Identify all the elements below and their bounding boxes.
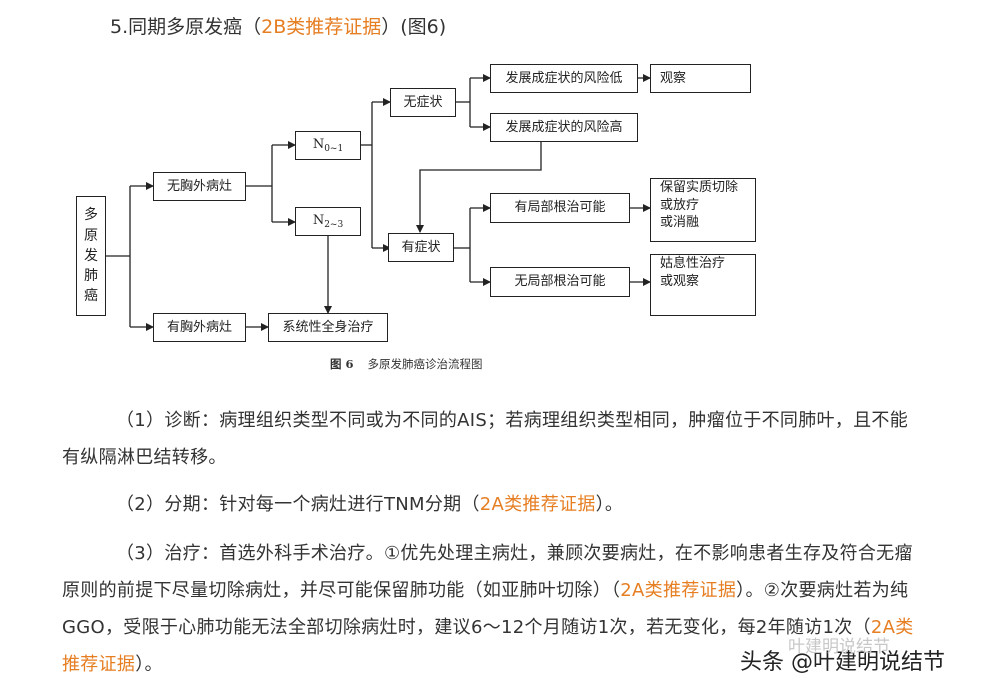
box-symptomatic: 有症状 (388, 233, 454, 262)
paragraph-text: ）。②次要病灶若为纯GGO，受限于心肺功能无法全部切除病灶时，建议6～12个月随… (62, 580, 909, 638)
flowchart-connectors (105, 74, 651, 331)
caption-label: 图 6 (330, 357, 354, 371)
evidence-link[interactable]: 2B类推荐证据 (261, 16, 382, 38)
paragraph-text: （3）治疗：首选外科手术治疗。①优先处理主病灶，兼顾次要病灶，在不影响患者生存及… (62, 543, 913, 601)
box-systemic-therapy: 系统性全身治疗 (268, 313, 388, 342)
root-char: 原 (84, 227, 98, 244)
box-risk-low: 发展成症状的风险低 (490, 64, 638, 93)
box-label: 有胸外病灶 (166, 319, 232, 335)
root-char: 多 (84, 207, 98, 224)
paragraph-text: ）。 (135, 654, 163, 675)
box-risk-high: 发展成症状的风险高 (490, 113, 638, 142)
box-label: 观察 (660, 70, 687, 86)
watermark-text: 头条 @叶建明说结节 (740, 650, 945, 675)
n-stage-label: N0~1 (313, 136, 343, 155)
box-label: 无局部根治可能 (514, 274, 606, 290)
paragraph-staging: （2）分期：针对每一个病灶进行TNM分期（2A类推荐证据）。 (62, 486, 922, 523)
caption-text: 多原发肺癌诊治流程图 (367, 357, 483, 371)
box-no-local-radical: 无局部根治可能 (490, 267, 630, 297)
box-label: 有局部根治可能 (514, 200, 606, 216)
figure-caption: 图 6 多原发肺癌诊治流程图 (330, 356, 483, 372)
box-label: 无胸外病灶 (166, 178, 232, 194)
box-preserve-parenchyma: 保留实质切除 或放疗 或消融 (650, 178, 756, 242)
evidence-link[interactable]: 2A类推荐证据 (479, 494, 596, 515)
n-sub: 2~3 (324, 219, 344, 230)
heading-prefix: 5.同期多原发癌（ (110, 16, 262, 38)
box-extrathoracic-lesion: 有胸外病灶 (153, 313, 246, 342)
box-observe: 观察 (650, 64, 751, 93)
box-label: 发展成症状的风险高 (505, 119, 623, 135)
box-line: 或观察 (660, 273, 700, 289)
root-char: 肺 (84, 268, 98, 285)
evidence-link[interactable]: 2A类推荐证据 (620, 580, 737, 601)
n-base: N (312, 136, 325, 152)
box-line: 保留实质切除 (660, 180, 739, 195)
box-label: 无症状 (403, 94, 443, 110)
box-n2-3: N2~3 (295, 207, 361, 236)
n-sub: 0~1 (324, 143, 344, 154)
box-line: 姑息性治疗 (660, 256, 726, 271)
n-base: N (312, 212, 325, 228)
section-heading: 5.同期多原发癌（2B类推荐证据）(图6) (110, 12, 446, 39)
box-multiple-primary-lung-cancer: 多 原 发 肺 癌 (76, 196, 106, 316)
box-line: 或放疗 (660, 197, 700, 213)
box-asymptomatic: 无症状 (390, 88, 456, 117)
box-no-extrathoracic-lesion: 无胸外病灶 (153, 172, 246, 201)
root-char: 癌 (84, 288, 98, 305)
paragraph-treatment: （3）治疗：首选外科手术治疗。①优先处理主病灶，兼顾次要病灶，在不影响患者生存及… (62, 535, 922, 683)
box-label: 有症状 (401, 239, 441, 255)
paragraph-text: （1）诊断：病理组织类型不同或为不同的AIS；若病理组织类型相同，肿瘤位于不同肺… (62, 410, 908, 468)
box-label: 发展成症状的风险低 (505, 70, 623, 86)
box-label: 系统性全身治疗 (282, 319, 374, 335)
watermark-faint: 叶建明说结节 (788, 637, 890, 657)
n-stage-label: N2~3 (313, 212, 343, 231)
box-palliative: 姑息性治疗 或观察 (650, 254, 756, 316)
box-local-radical-possible: 有局部根治可能 (490, 193, 630, 223)
paragraph-diagnosis: （1）诊断：病理组织类型不同或为不同的AIS；若病理组织类型相同，肿瘤位于不同肺… (62, 402, 922, 476)
box-line: 或消融 (660, 215, 700, 231)
root-char: 发 (84, 247, 98, 264)
watermark: 叶建明说结节头条 @叶建明说结节 (740, 637, 945, 676)
paragraph-text: （2）分期：针对每一个病灶进行TNM分期（ (116, 494, 480, 515)
evidence-link[interactable]: 2A类推荐证据 (62, 617, 914, 675)
paragraph-text: ）。 (595, 494, 624, 515)
heading-suffix: ）(图6) (381, 16, 447, 38)
box-n0-1: N0~1 (295, 131, 361, 160)
